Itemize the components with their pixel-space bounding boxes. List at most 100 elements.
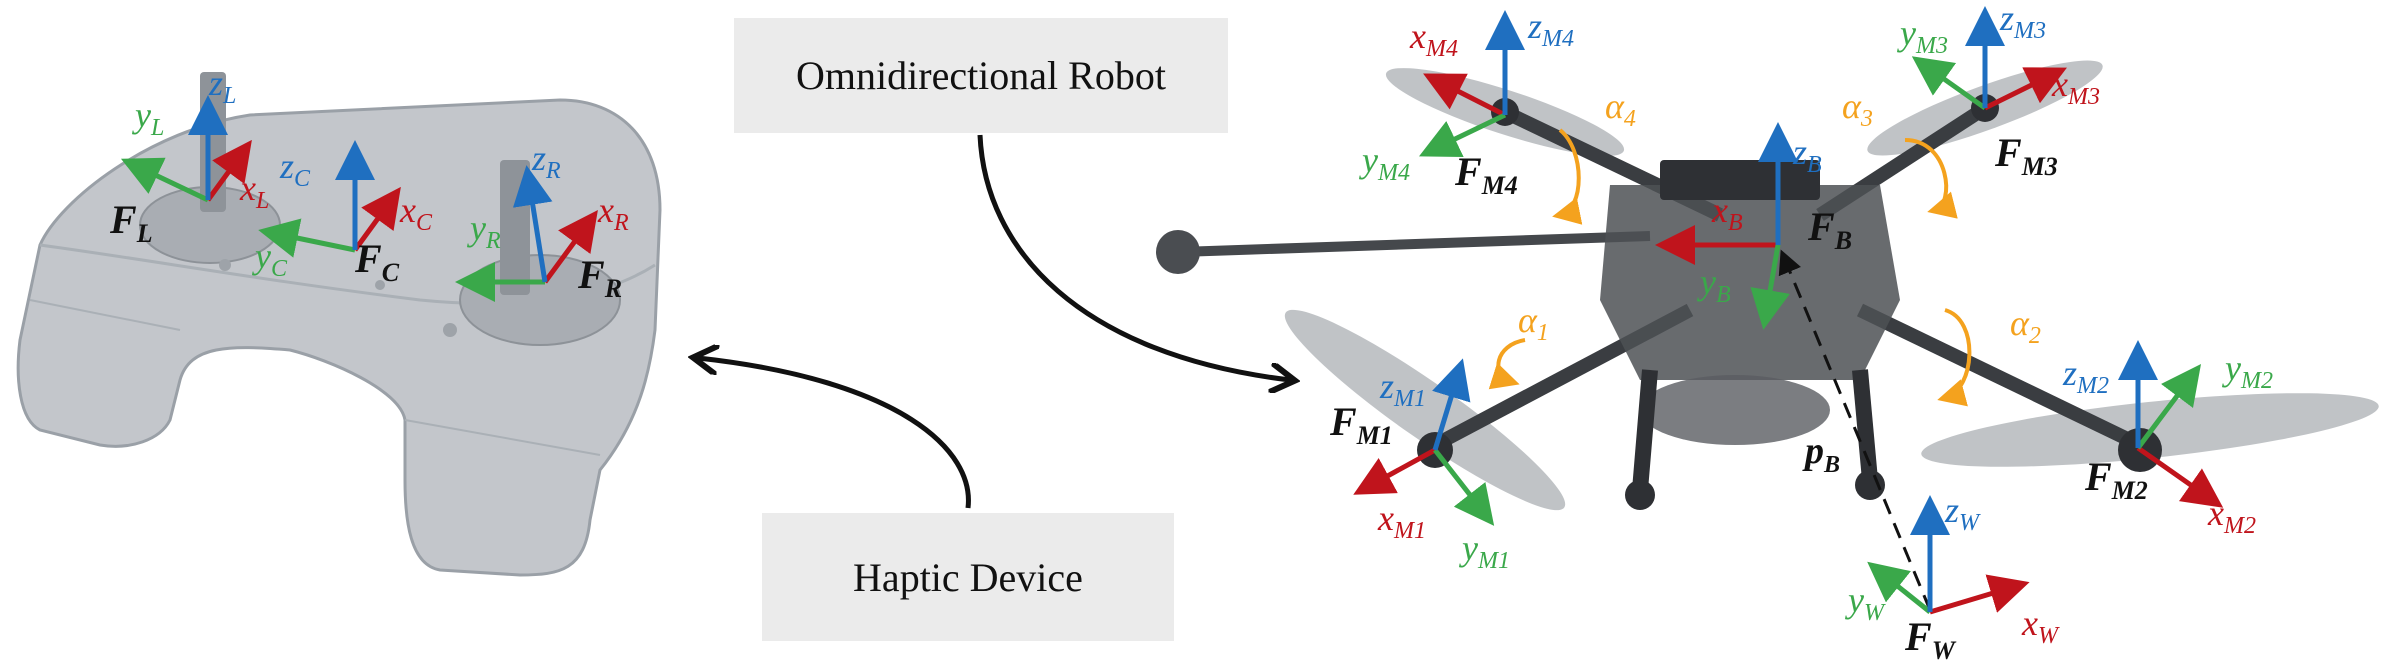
x-axis-arrow [352,186,401,252]
rotation-arrows [1488,128,1972,407]
robot-frame-m2-axes [2118,340,2224,508]
y-axis-label: y [1845,580,1864,620]
svg-text:zM2: zM2 [2062,353,2109,399]
svg-text:FW: FW [1904,614,1957,665]
svg-text:yM2: yM2 [2222,348,2273,394]
svg-text:zM4: zM4 [1527,6,1574,52]
x-axis-arrow [205,139,252,202]
svg-text:FM4: FM4 [1454,149,1518,200]
robot-frame-body-axes [1655,122,1798,330]
robot-frame-m2-labels: zM2 yM2 FM2 xM2 [2062,348,2273,539]
z-axis-label: z [1944,490,1959,530]
rotation-labels: α1 α2 α3 α4 [1518,86,2041,349]
x-axis-label: x [1377,498,1394,538]
rotation-arrow-3 [1904,138,1958,219]
z-axis-label: z [208,63,223,103]
y-axis-label: y [467,208,486,248]
y-axis-arrow [120,157,210,203]
robot-frame-m3-labels: zM3 yM3 xM3 FM3 [1897,0,2100,181]
haptic-device-label: Haptic Device [762,513,1174,641]
svg-text:yC: yC [252,236,288,282]
svg-text:FM2: FM2 [2084,454,2148,505]
x-axis-label: x [399,190,416,230]
y-axis-arrow [1867,561,1932,614]
x-axis-arrow [1353,447,1437,495]
svg-text:zC: zC [279,146,311,192]
robot-frame-m4-axes [1418,10,1525,158]
y-axis-arrow [1433,448,1495,526]
x-axis-label: x [2051,64,2068,104]
svg-text:yM3: yM3 [1897,13,1948,59]
rotation-arrow-1 [1488,338,1526,390]
rotation-label-2: α [2010,303,2030,343]
y-axis-label: y [1359,140,1378,180]
rotation-label-1: α [1518,300,1538,340]
svg-text:FB: FB [1807,204,1852,255]
svg-text:xM1: xM1 [1377,498,1426,544]
x-axis-label: x [2207,493,2224,533]
svg-text:α4: α4 [1605,86,1636,132]
svg-text:zB: zB [1792,132,1822,178]
svg-text:xM2: xM2 [2207,493,2256,539]
z-axis-label: z [531,138,546,178]
z-axis-label: z [1379,366,1394,406]
device-to-robot-arrow [698,358,971,509]
frame-label: F [109,197,137,242]
y-axis-label: y [252,236,271,276]
svg-text:FR: FR [577,252,622,303]
svg-text:yM4: yM4 [1359,140,1410,186]
robot-frame-body-labels: zB xB yB FB [1697,132,1852,308]
rotation-label-4: α [1605,86,1625,126]
svg-text:xC: xC [399,190,433,236]
haptic-frame-left-axes [120,95,252,203]
position-vector-label: pB [1802,430,1840,478]
propeller-m1 [1284,309,1566,511]
robot-boom [1179,231,1651,257]
svg-text:zR: zR [531,138,561,184]
frame-label: F [1454,149,1482,194]
svg-text:yR: yR [467,208,501,254]
svg-text:xW: xW [2021,603,2060,649]
y-axis-label: y [1897,13,1916,53]
svg-text:α1: α1 [1518,300,1549,346]
x-axis-arrow [1423,73,1507,118]
y-axis-label: y [1697,262,1716,302]
svg-text:FM1: FM1 [1329,399,1393,450]
svg-text:yB: yB [1697,262,1731,308]
frame-label: F [1994,130,2022,175]
robot-frame-world-axes [1867,495,2030,615]
frame-label: F [2084,454,2112,499]
svg-text:FL: FL [109,197,153,248]
x-axis-label: x [1409,16,1426,56]
robot-frame-m3-axes [1911,6,2067,111]
svg-text:yW: yW [1845,580,1886,626]
svg-text:xM3: xM3 [2051,64,2100,110]
svg-text:xM4: xM4 [1409,16,1458,62]
y-axis-arrow [2136,364,2201,450]
robot-central-body [1600,185,1900,380]
x-axis-arrow [2136,445,2224,508]
svg-text:zL: zL [208,63,236,109]
haptic-frame-center-labels: zC xC yC FC [252,146,433,287]
z-axis-arrow [512,165,553,283]
y-axis-label: y [1459,528,1478,568]
y-axis-arrow [1750,244,1790,330]
svg-text:zW: zW [1944,490,1981,536]
svg-text:zM3: zM3 [1999,0,2046,44]
svg-text:α2: α2 [2010,303,2041,349]
x-axis-label: x [239,168,256,208]
haptic-frame-right-labels: zR xR yR FR [467,138,629,303]
x-axis-arrow [1983,67,2067,111]
robot-frame-world-labels: zW xW yW FW [1845,490,2060,665]
z-axis-label: z [1792,132,1807,172]
haptic-frame-center-axes [258,140,401,258]
svg-text:zM1: zM1 [1379,366,1426,412]
svg-text:yL: yL [132,95,164,141]
frame-label: F [354,236,382,281]
robot-frame-m4-labels: xM4 zM4 yM4 FM4 [1359,6,1574,200]
frame-label: F [1807,204,1835,249]
svg-text:α3: α3 [1842,86,1873,132]
svg-text:yM1: yM1 [1459,528,1510,574]
rotation-arrow-2 [1937,308,1972,407]
